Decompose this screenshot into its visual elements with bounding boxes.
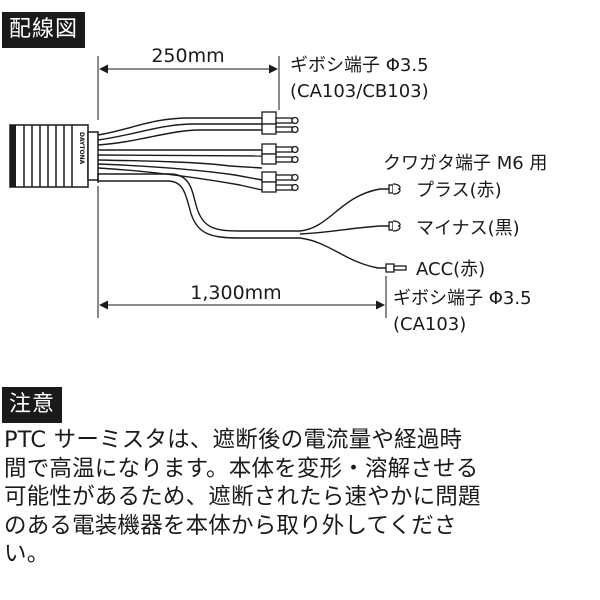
- dimension-250mm: [97, 56, 280, 120]
- device-brand-label: DAYTONA: [78, 132, 85, 165]
- dimension-1300mm-label: 1,300mm: [190, 282, 281, 304]
- wiring-diagram-heading: 配線図: [2, 12, 86, 48]
- breaker-device: DAYTONA: [9, 124, 99, 188]
- plus-label: プラス(赤): [416, 180, 502, 201]
- caution-line: のある電装機器を本体から取り外してくださ: [4, 512, 457, 539]
- wiring-diagram: 250mm ギボシ端子 Φ3.5 (CA103/CB103) DAYTONA: [9, 45, 547, 335]
- gibosi-terminal-group-top: [261, 111, 299, 193]
- gibosi-top-label: ギボシ端子 Φ3.5: [290, 55, 429, 76]
- minus-label: マイナス(黒): [416, 218, 520, 239]
- caution-line: 可能性があるため、遮断されたら速やかに問題: [4, 484, 481, 510]
- caution-line: 間で高温になります。本体を変形・溶解させる: [4, 455, 479, 482]
- kuwagata-label: クワガタ端子 M6 用: [383, 153, 547, 174]
- caution-heading: 注意: [2, 387, 63, 423]
- caution-text: PTC サーミスタは、遮断後の電流量や経過時 間で高温になります。本体を変形・溶…: [4, 426, 594, 569]
- caution-line: い。: [4, 541, 50, 567]
- kuwagata-terminal-minus: [388, 220, 401, 232]
- dimension-250mm-label: 250mm: [151, 45, 224, 67]
- upper-wire-bundle: [97, 117, 263, 191]
- main-cable: [97, 173, 300, 239]
- gibosi-bottom-label: ギボシ端子 Φ3.5: [393, 288, 532, 309]
- dimension-1300mm: [97, 186, 387, 318]
- branch-wires: [299, 188, 390, 269]
- acc-label: ACC(赤): [416, 259, 485, 280]
- gibosi-bottom-spec: (CA103): [393, 314, 466, 335]
- gibosi-terminal-acc: [385, 263, 407, 273]
- gibosi-top-spec: (CA103/CB103): [290, 81, 429, 102]
- caution-line: PTC サーミスタは、遮断後の電流量や経過時: [4, 427, 463, 453]
- kuwagata-terminal-plus: [388, 183, 401, 195]
